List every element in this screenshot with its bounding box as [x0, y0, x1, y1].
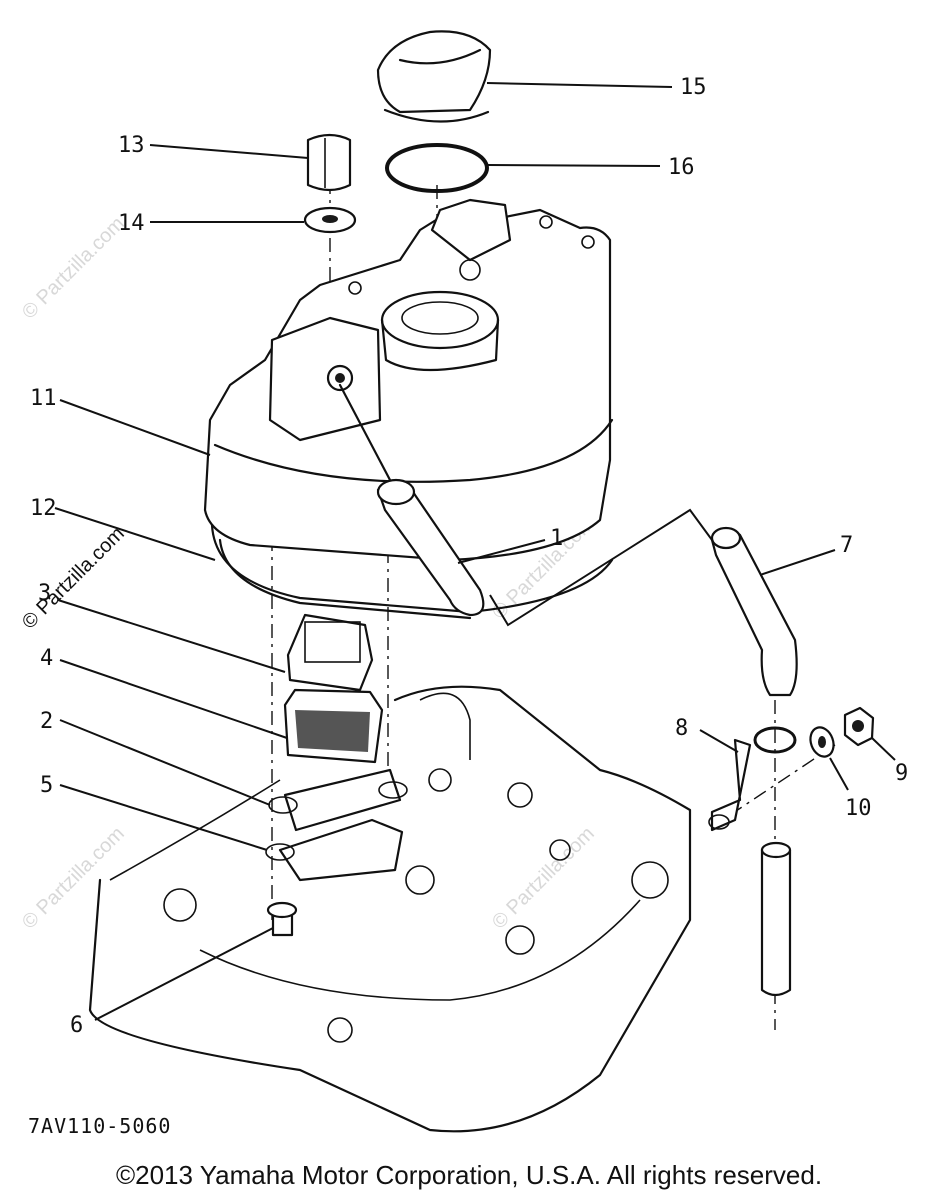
plate-part-5 — [265, 818, 404, 882]
callout-6: 6 — [70, 1013, 83, 1038]
washer-part-10 — [809, 726, 835, 758]
callout-2: 2 — [40, 709, 53, 734]
watermark: © Partzilla.com — [18, 213, 129, 324]
leader-lines — [54, 82, 896, 1021]
callout-13: 13 — [118, 133, 145, 158]
oil-tank-part-11 — [203, 198, 614, 562]
cap-part-15 — [376, 30, 492, 123]
callout-7: 7 — [840, 533, 853, 558]
hose-part-1 — [338, 383, 485, 617]
crankcase-outline — [88, 685, 692, 1133]
callout-1: 1 — [550, 526, 563, 551]
hose-part-7 — [710, 526, 798, 997]
bracket-part-8 — [708, 726, 797, 832]
washer-part-14 — [303, 206, 357, 234]
callout-14: 14 — [118, 211, 145, 236]
filter-part-4 — [283, 688, 384, 764]
o-ring-part-16 — [385, 143, 489, 193]
watermark: © Partzilla.com — [488, 823, 599, 934]
callout-16: 16 — [668, 155, 695, 180]
copyright-notice: ©2013 Yamaha Motor Corporation, U.S.A. A… — [115, 1160, 823, 1190]
nut-part-9 — [843, 706, 875, 747]
screw-part-6 — [266, 901, 298, 937]
callout-3: 3 — [38, 581, 51, 606]
filter-cover-part-3 — [286, 613, 374, 692]
callout-11: 11 — [30, 386, 57, 411]
callout-numbers: 1 2 3 4 5 6 7 8 9 10 11 12 13 14 15 16 — [30, 75, 908, 1038]
gasket-part-2 — [268, 768, 408, 832]
drawing-code: 7AV110-5060 — [28, 1114, 172, 1138]
callout-12: 12 — [30, 496, 57, 521]
callout-5: 5 — [40, 773, 53, 798]
bolt-part-13 — [306, 133, 352, 192]
callout-15: 15 — [680, 75, 707, 100]
callout-10: 10 — [845, 796, 872, 821]
callout-4: 4 — [40, 646, 53, 671]
callout-8: 8 — [675, 716, 688, 741]
callout-9: 9 — [895, 761, 908, 786]
